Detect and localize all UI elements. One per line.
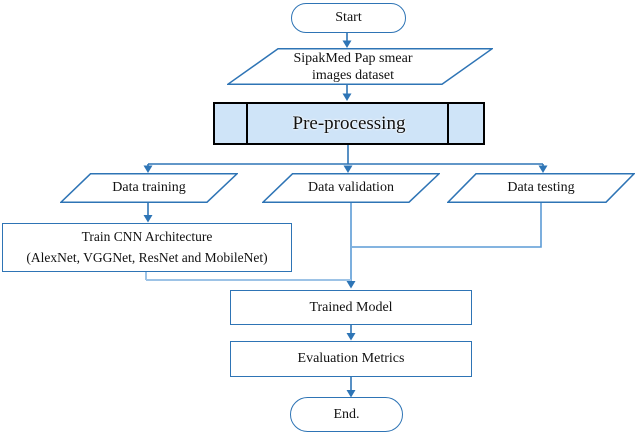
arrowhead-trained-model <box>346 281 356 289</box>
arrowhead-data-training <box>143 165 153 173</box>
preprocess-label: Pre-processing <box>292 112 406 134</box>
data-training-node: Data training <box>60 173 238 203</box>
arrowhead-cnn <box>143 215 153 223</box>
arrowhead-data-testing <box>538 165 548 173</box>
data-testing-label: Data testing <box>507 180 575 196</box>
parallelogram-outline <box>262 173 440 203</box>
trained-model-label: Trained Model <box>309 299 393 315</box>
arrowhead-evaluation <box>346 333 356 341</box>
dataset-node: SipakMed Pap smear images dataset <box>227 48 493 85</box>
parallelogram-outline <box>447 173 635 203</box>
data-testing-node: Data testing <box>447 173 635 203</box>
arrowhead-data-validation <box>343 165 353 173</box>
arrowhead-end <box>346 390 356 398</box>
evaluation-metrics-node: Evaluation Metrics <box>230 341 472 377</box>
connector-testing-merge <box>352 203 542 248</box>
connector-cnn-merge <box>145 271 351 281</box>
data-validation-node: Data validation <box>262 173 440 203</box>
end-node: End. <box>290 397 403 432</box>
start-label: Start <box>335 10 362 26</box>
train-cnn-label: Train CNN Architecture (AlexNet, VGGNet,… <box>26 229 268 265</box>
end-label: End. <box>333 406 360 422</box>
preprocess-divider-left <box>246 104 248 143</box>
train-cnn-node: Train CNN Architecture (AlexNet, VGGNet,… <box>2 223 292 272</box>
parallelogram-outline <box>60 173 238 203</box>
dataset-label: SipakMed Pap smear images dataset <box>293 50 413 83</box>
preprocess-divider-right <box>447 104 449 143</box>
arrowhead-dataset <box>342 40 352 48</box>
connector-preprocess-split <box>147 145 544 166</box>
data-training-label: Data training <box>112 180 186 196</box>
arrowhead-preprocess <box>342 93 352 101</box>
data-validation-label: Data validation <box>308 180 394 196</box>
evaluation-metrics-label: Evaluation Metrics <box>297 351 405 367</box>
parallelogram-outline <box>227 48 493 85</box>
preprocess-node: Pre-processing <box>213 102 485 145</box>
start-node: Start <box>291 3 406 33</box>
trained-model-node: Trained Model <box>230 290 472 325</box>
